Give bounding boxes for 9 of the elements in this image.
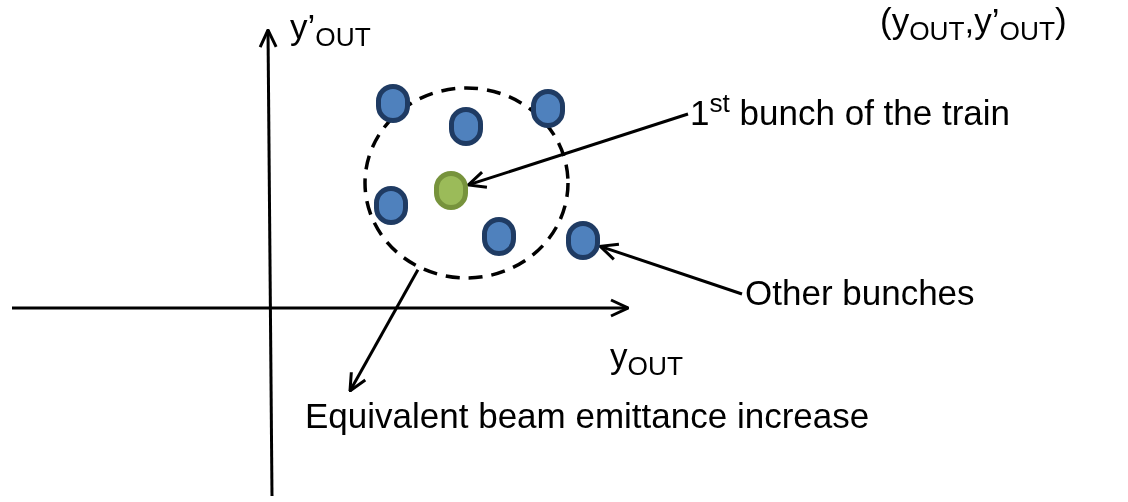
arrow — [598, 242, 743, 296]
arrow — [466, 112, 689, 189]
arrow — [348, 269, 420, 393]
axis-label: (y$_{OUT}$,y’$_{OUT}$) — [880, 0, 1067, 44]
callout-text: Equivalent beam emittance increase — [305, 395, 870, 437]
callout-text: Other bunches — [745, 272, 975, 314]
axis-label: y’$_{OUT}$ — [290, 6, 371, 50]
callout-text: 1$^{st}$ bunch of the train — [690, 90, 1011, 134]
axis-label: y$_{OUT}$ — [610, 335, 683, 379]
